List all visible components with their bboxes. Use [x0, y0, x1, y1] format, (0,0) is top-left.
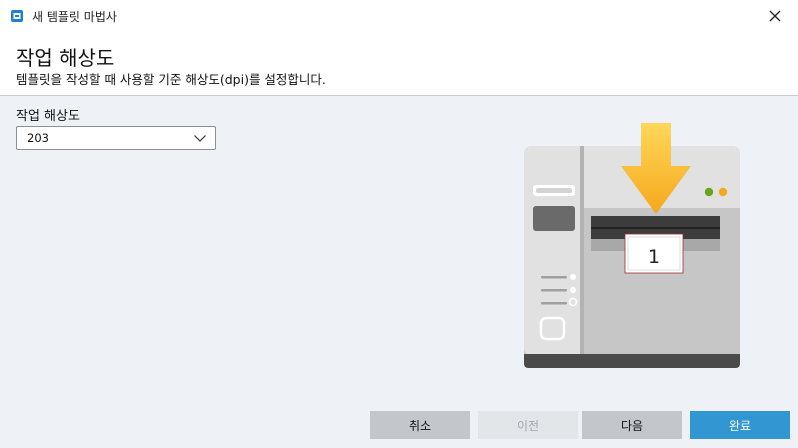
finish-button[interactable]: 완료	[690, 411, 790, 439]
panel-display	[533, 206, 575, 231]
led-orange	[718, 187, 728, 197]
page-subtitle: 템플릿을 작성할 때 사용할 기준 해상도(dpi)를 설정합니다.	[16, 72, 326, 87]
page-title: 작업 해상도	[16, 46, 115, 70]
next-button[interactable]: 다음	[582, 411, 682, 439]
chevron-down-icon	[194, 135, 206, 142]
arrow-down-icon	[621, 123, 691, 214]
printer-illustration: 1	[524, 123, 740, 368]
power-button	[539, 316, 566, 341]
printer-left-panel	[524, 146, 584, 356]
resolution-label: 작업 해상도	[16, 109, 80, 124]
app-icon	[11, 10, 23, 22]
resolution-value: 203	[27, 131, 49, 145]
resolution-select[interactable]: 203	[16, 126, 216, 150]
label-number: 1	[648, 246, 660, 268]
printed-label	[624, 233, 684, 274]
title-bar: 새 템플릿 마법사	[0, 0, 798, 32]
led-green	[704, 187, 714, 197]
wizard-header: 작업 해상도 템플릿을 작성할 때 사용할 기준 해상도(dpi)를 설정합니다…	[0, 32, 798, 96]
close-icon	[769, 10, 781, 22]
cancel-button[interactable]: 취소	[370, 411, 470, 439]
previous-button[interactable]: 이전	[478, 411, 578, 439]
close-button[interactable]	[752, 0, 798, 32]
window-title: 새 템플릿 마법사	[32, 10, 117, 24]
